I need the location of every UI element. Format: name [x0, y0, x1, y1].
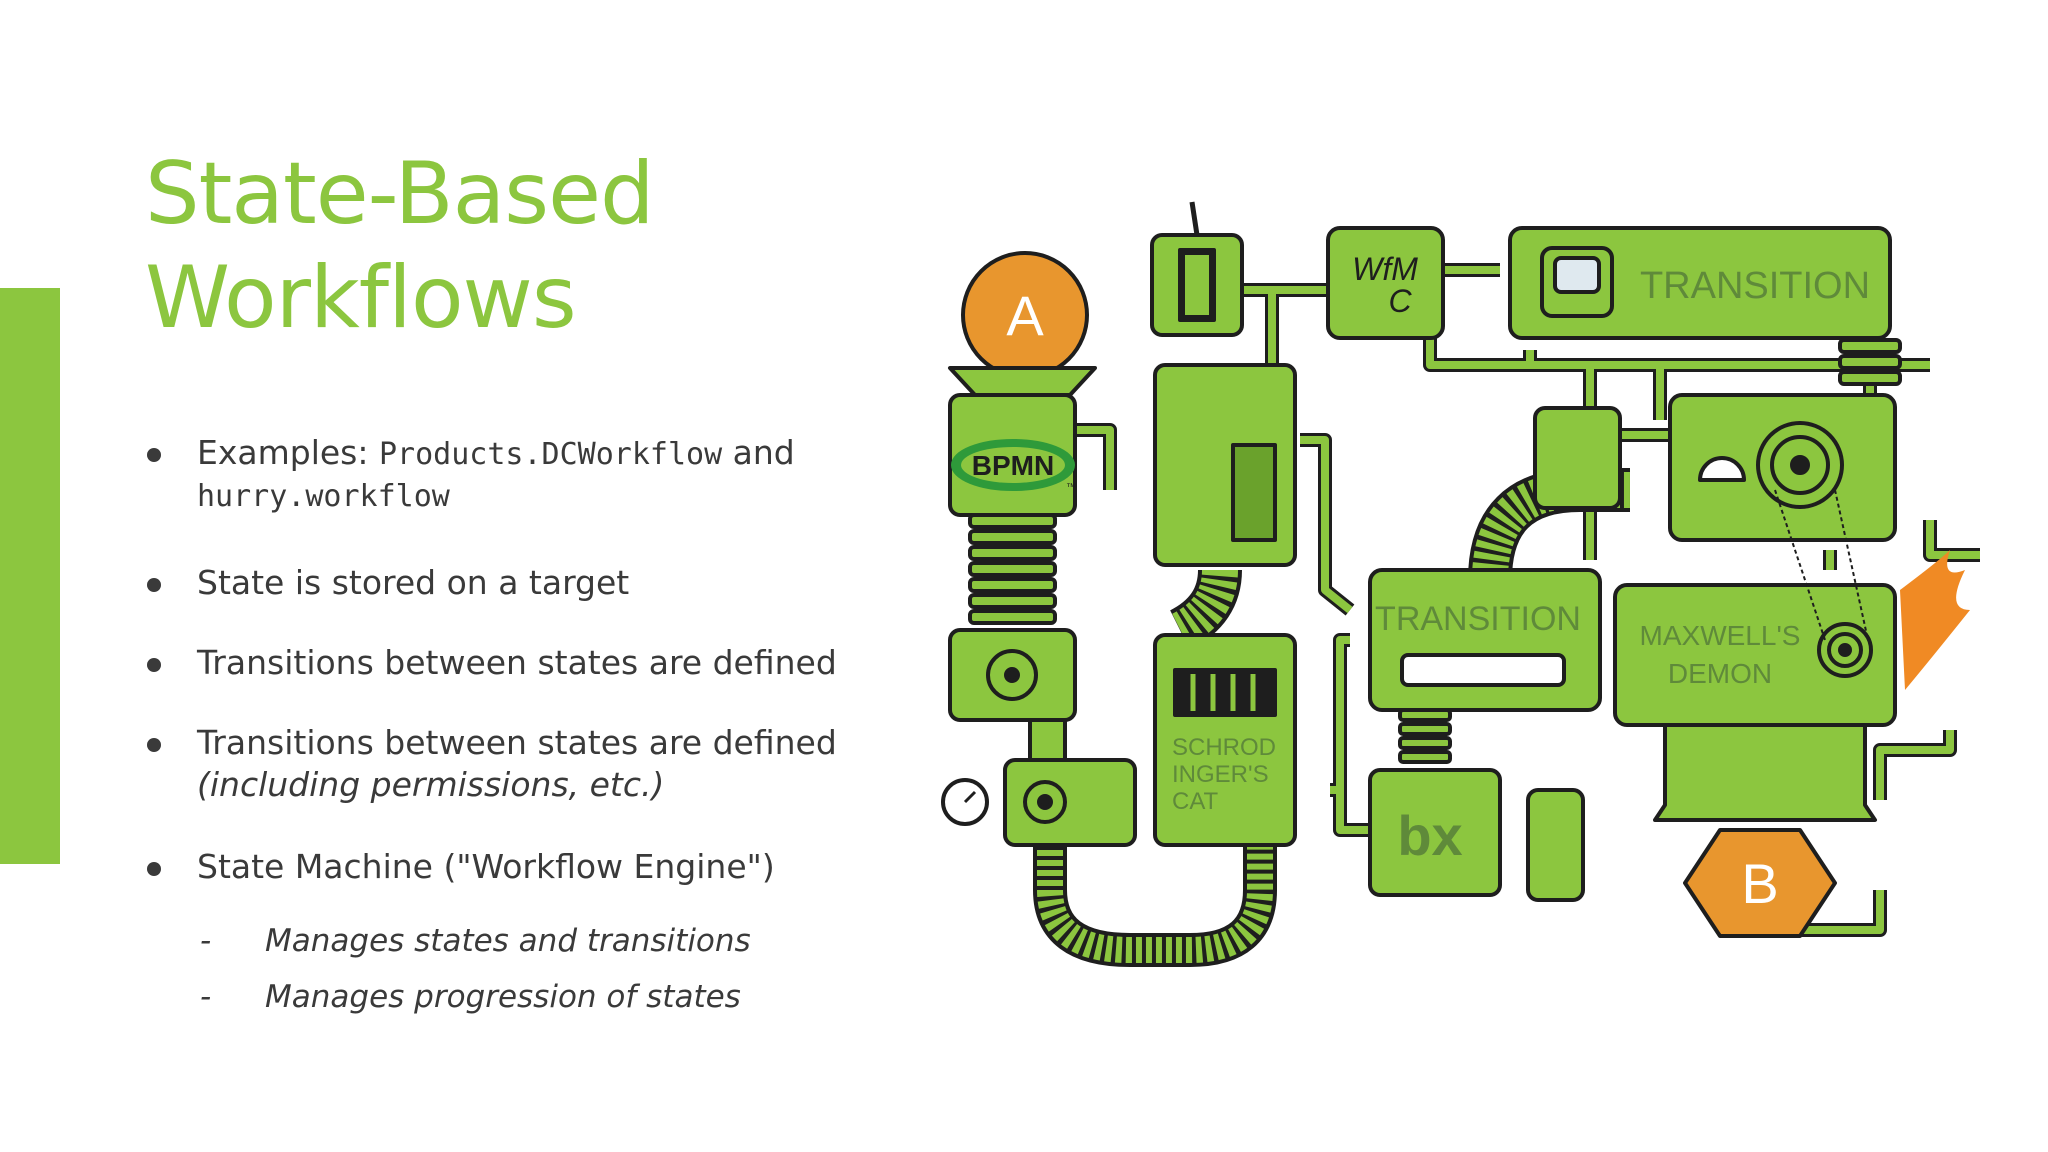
workflow-machine-illustration: A BPMN ™ WfM C TRANSITION TRANSITION MAX… — [930, 190, 2017, 975]
wfmc-label-top: WfM — [1352, 251, 1418, 287]
bullet-dot — [147, 578, 161, 592]
spring-mid — [1398, 708, 1452, 764]
junction-box — [1533, 406, 1622, 510]
bullet-dot — [147, 448, 161, 462]
sub-bullet-text: Manages states and transitions — [265, 923, 751, 959]
sub-bullet-text: Manages progression of states — [265, 979, 741, 1015]
transition-middle-box — [1368, 568, 1602, 712]
bullet-text: Transitions between states are defined — [197, 723, 837, 762]
title-line-1: State-Based — [145, 144, 655, 244]
spring-left — [968, 513, 1057, 625]
bullet-text: Transitions between states are defined — [197, 643, 837, 682]
maxwell-base — [1653, 723, 1877, 822]
cat-label-line1: SCHROD — [1172, 734, 1276, 761]
state-b-label: B — [1741, 852, 1778, 915]
sub-bullet-progression: - Manages progression of states — [145, 976, 885, 1018]
bullet-dot — [147, 738, 161, 752]
title-line-2: Workflows — [145, 248, 577, 348]
flame-icon — [1900, 550, 1970, 690]
bullet-text: State Machine ("Workflow Engine") — [197, 847, 775, 886]
hose-cat — [1169, 568, 1242, 650]
side-box — [1526, 788, 1585, 902]
state-a-label: A — [1006, 284, 1044, 347]
bullet-transitions: Transitions between states are defined — [145, 642, 885, 684]
state-b-hexagon — [1683, 828, 1837, 938]
cat-label-line3: CAT — [1172, 788, 1219, 815]
code-hurry-workflow: hurry.workflow — [197, 479, 450, 514]
slide-title: State-Based Workflows — [145, 142, 655, 350]
bullet-examples: Examples: Products.DCWorkflow and hurry.… — [145, 432, 885, 518]
bullet-state-machine: State Machine ("Workflow Engine") — [145, 846, 885, 888]
cat-label-line2: INGER'S — [1172, 761, 1269, 788]
bpmn-tm: ™ — [1066, 482, 1076, 493]
maxwell-label-line1: MAXWELL'S — [1640, 620, 1801, 651]
maxwell-label-line2: DEMON — [1668, 658, 1772, 689]
funnel — [948, 366, 1097, 397]
bullet-state-stored: State is stored on a target — [145, 562, 885, 604]
sub-bullet-states: - Manages states and transitions — [145, 920, 885, 962]
spring-right-top — [1838, 338, 1902, 386]
bullet-dot — [147, 658, 161, 672]
bullet-text-and: and — [722, 433, 795, 472]
transition-middle-label: TRANSITION — [1375, 600, 1581, 638]
bullet-transitions-permissions: Transitions between states are defined (… — [145, 722, 885, 806]
bullet-text: State is stored on a target — [197, 563, 630, 602]
sub-bullet-dash: - — [200, 923, 212, 959]
bullet-text: Examples: — [197, 433, 379, 472]
bpmn-label: BPMN — [972, 450, 1054, 481]
bullet-text-italic: (including permissions, etc.) — [197, 765, 665, 804]
wfmc-label-bottom: C — [1388, 283, 1412, 319]
code-dcworkflow: Products.DCWorkflow — [378, 437, 723, 472]
machine-svg: A BPMN ™ WfM C TRANSITION TRANSITION MAX… — [941, 201, 2017, 967]
wfmc-box — [1326, 226, 1445, 340]
bullet-dot — [147, 862, 161, 876]
bx-box — [1368, 768, 1502, 897]
valve-box — [1003, 758, 1137, 847]
transition-top-label: TRANSITION — [1640, 265, 1870, 307]
accent-bar — [0, 288, 60, 864]
sub-bullet-dash: - — [200, 979, 212, 1015]
bx-logo: bx — [1397, 804, 1462, 867]
bullet-list: Examples: Products.DCWorkflow and hurry.… — [145, 432, 885, 1018]
